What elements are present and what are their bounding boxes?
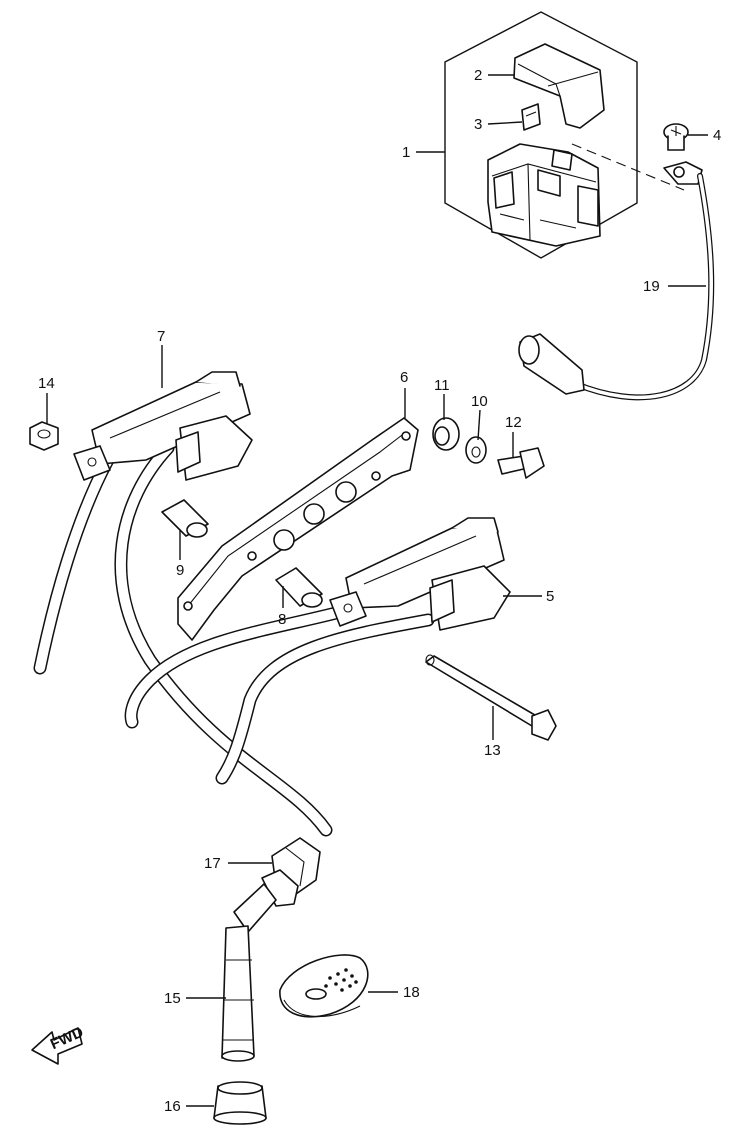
callout-17: 17 <box>204 855 221 872</box>
spacer-8 <box>275 567 323 608</box>
callout-19: 19 <box>643 278 660 295</box>
callout-2: 2 <box>474 67 482 84</box>
callout-10: 10 <box>471 393 488 410</box>
callout-11: 11 <box>434 377 450 394</box>
callout-9: 9 <box>176 562 184 579</box>
screw <box>663 123 689 151</box>
ground-lead <box>518 161 715 401</box>
callout-14: 14 <box>38 375 55 392</box>
spacer-9 <box>161 499 209 538</box>
long-bolt <box>425 654 557 741</box>
fuse <box>521 103 541 131</box>
coil-7-hoses <box>33 441 333 837</box>
callout-12: 12 <box>505 414 522 431</box>
coil-bracket <box>177 417 419 641</box>
leader-lines <box>46 74 708 1107</box>
washer <box>465 436 487 464</box>
callout-3: 3 <box>474 116 482 133</box>
grommet <box>432 417 460 451</box>
assembly-1-frame <box>444 11 638 259</box>
bolt-12 <box>497 447 545 479</box>
plug-boot <box>213 1081 267 1125</box>
alignment-line <box>571 143 685 191</box>
plug-cap-assembly <box>221 837 321 1062</box>
callout-15: 15 <box>164 990 181 1007</box>
starter-relay <box>487 143 601 247</box>
callout-7: 7 <box>157 328 165 345</box>
callout-13: 13 <box>484 742 501 759</box>
callout-18: 18 <box>403 984 420 1001</box>
callout-16: 16 <box>164 1098 181 1115</box>
forward-arrow: FWD <box>31 1024 86 1065</box>
callout-4: 4 <box>713 127 721 144</box>
coil-5-hoses <box>124 605 435 785</box>
callout-5: 5 <box>546 588 554 605</box>
ignition-coil-lower <box>329 517 511 631</box>
relay-cover <box>513 43 605 129</box>
ignition-coil-upper <box>73 371 253 481</box>
callout-1: 1 <box>402 144 410 161</box>
callout-labels: 1 2 3 4 5 6 7 8 9 10 11 12 13 14 15 16 1… <box>38 67 721 1115</box>
gasket-plate <box>279 954 369 1018</box>
callout-8: 8 <box>278 611 286 628</box>
callout-6: 6 <box>400 369 408 386</box>
nut <box>29 421 59 451</box>
